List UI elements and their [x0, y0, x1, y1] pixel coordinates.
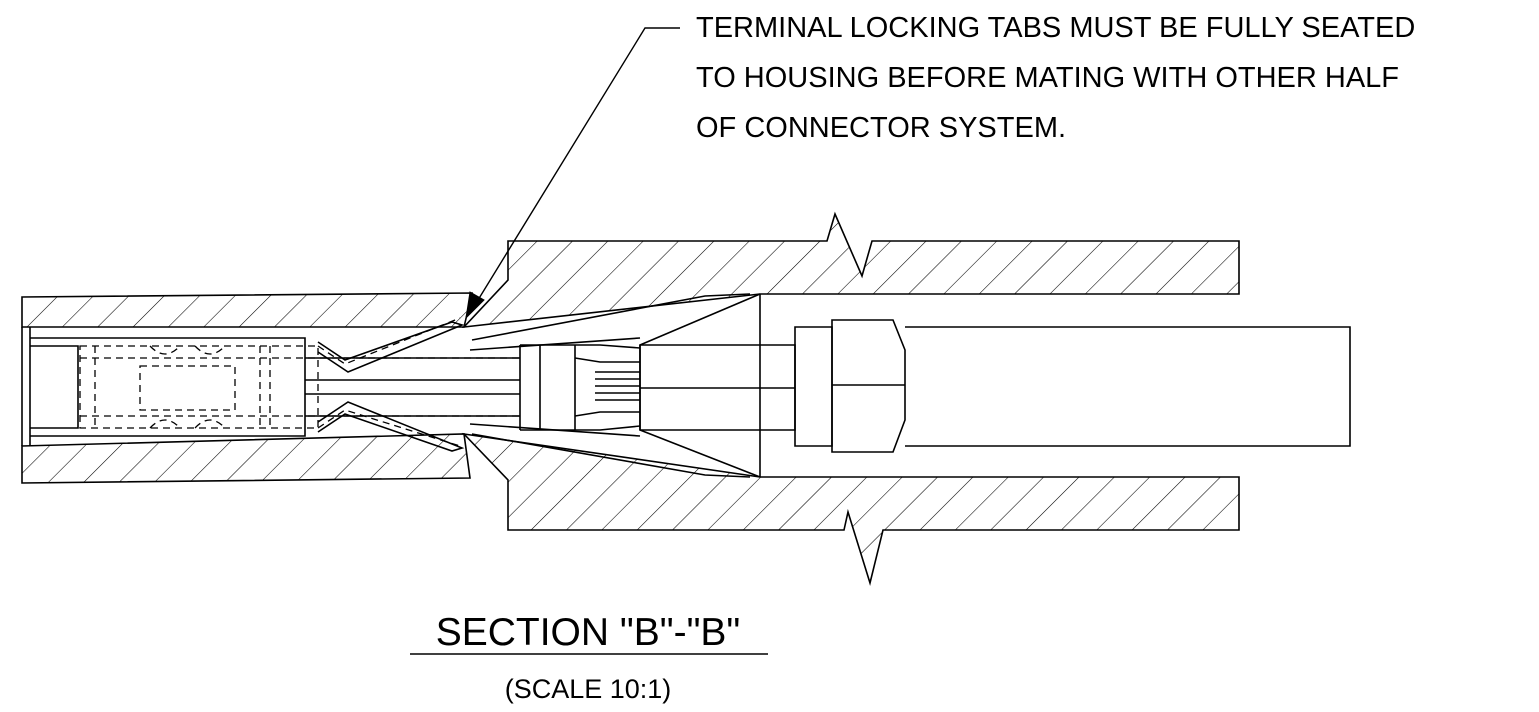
retainer-hex — [831, 319, 906, 453]
section-scale: (SCALE 10:1) — [504, 674, 672, 704]
inner-housing-upper-wall — [21, 292, 474, 328]
wire-seal — [639, 344, 796, 431]
outer-housing-lower-wall — [461, 432, 1240, 586]
locking-tab-upper — [317, 321, 465, 373]
terminal-barrel-lower — [305, 393, 520, 417]
funnel-upper — [471, 293, 751, 341]
terminal-barrel-upper — [305, 357, 520, 381]
section-title: SECTION "B"-"B" — [435, 611, 741, 654]
note-leader-arrowhead — [465, 291, 485, 320]
terminal-crimp-top — [520, 344, 641, 349]
terminal-crimp-zone — [519, 345, 576, 430]
hidden-terminal-box — [139, 365, 236, 411]
inner-housing-lower-wall — [21, 433, 471, 484]
terminal-crimp-bottom — [520, 425, 641, 431]
funnel-upper-inner — [469, 337, 641, 351]
note-leader-line — [477, 27, 680, 301]
hidden-locking-tab-lower — [317, 409, 461, 447]
cavity-inner-step — [30, 345, 79, 429]
hidden-terminal-springs — [149, 345, 226, 429]
note-line-1: TERMINAL LOCKING TABS MUST BE FULLY SEAT… — [696, 12, 1416, 44]
terminal-wire-strands — [595, 371, 640, 401]
funnel-cone-lower — [639, 429, 761, 478]
cavity-bore — [30, 337, 306, 437]
locking-tab-lower — [317, 401, 465, 452]
outer-housing-upper-wall — [461, 211, 1240, 329]
funnel-cone-upper — [639, 293, 761, 346]
seal-retainer — [794, 326, 833, 447]
note-line-3: OF CONNECTOR SYSTEM. — [696, 112, 1067, 144]
cable-jacket — [905, 326, 1351, 447]
terminal-insulation-crimp — [574, 357, 640, 417]
hidden-terminal-outer — [79, 345, 319, 429]
funnel-lower — [471, 433, 751, 478]
note-line-2: TO HOUSING BEFORE MATING WITH OTHER HALF — [696, 62, 1400, 94]
hidden-terminal-ribs — [94, 346, 271, 428]
